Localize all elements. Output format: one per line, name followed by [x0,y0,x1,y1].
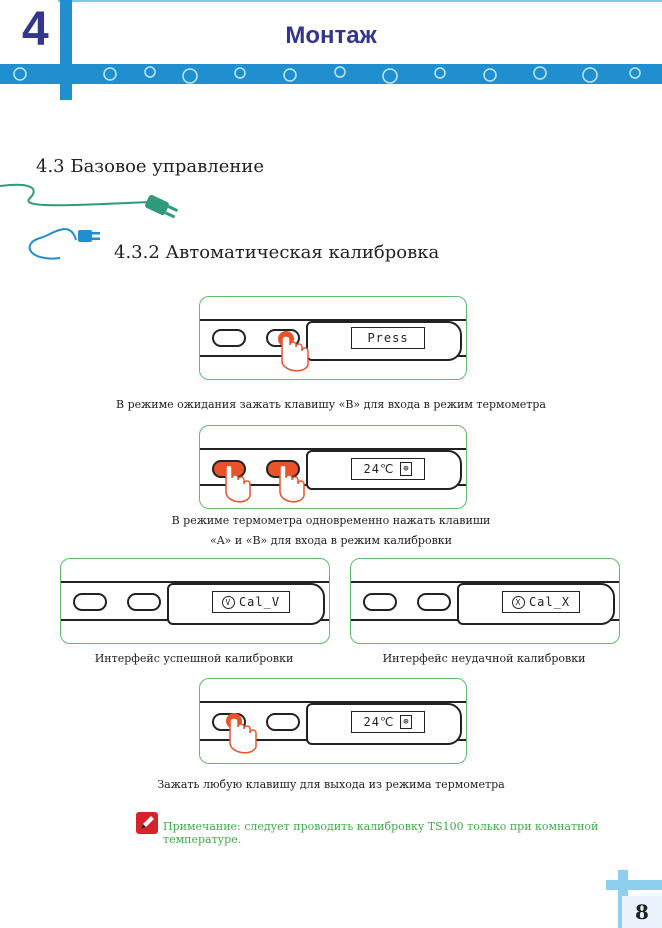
cross-circle-icon: X [511,595,525,609]
device-panel-step2: 24℃ ⊕ [199,425,467,509]
button-b[interactable] [266,713,300,731]
device-panel-fail: X Cal_X [350,558,620,644]
button-a[interactable] [212,329,246,347]
chapter-box [0,0,58,62]
finger-press-icon [278,331,309,372]
button-b[interactable] [127,593,161,611]
finger-press-icon-left [225,466,251,503]
device-panel-success: V Cal_V [60,558,330,644]
decorative-vertical-band [60,0,72,100]
lcd-temp-text: 24℃ [363,462,395,476]
top-border-line [0,0,662,2]
device-panel-step5: 24℃ ⊕ [199,678,467,764]
decorative-gear-band [0,64,662,84]
caption-success: Интерфейс успешной калибровки [94,652,294,665]
lcd-display: V Cal_V [212,591,290,613]
lcd-cal-text: Cal_V [238,595,281,609]
lcd-display: Press [351,327,425,349]
page-number: 8 [622,896,662,928]
note-text: Примечание: следует проводить калибровку… [163,820,599,846]
button-a[interactable] [363,593,397,611]
caption-step2-line2: «A» и «B» для входа в режим калибровки [210,534,452,547]
finger-press-icon [226,713,257,754]
lcd-display: 24℃ ⊕ [351,458,425,480]
lcd-cal-text: Cal_X [528,595,571,609]
lcd-display: 24℃ ⊕ [351,711,425,733]
check-circle-icon: V [221,595,235,609]
button-b[interactable] [417,593,451,611]
lcd-display: X Cal_X [502,591,580,613]
plug-cable-icon [0,183,179,260]
thermometer-icon: ⊕ [400,462,413,476]
chapter-number: 4 [22,3,49,56]
screen-frame [457,583,615,625]
gear-pattern-icon [13,66,641,84]
finger-press-icon-right [279,466,305,503]
device-panel-step1: Press [199,296,467,380]
subsection-title: 4.3.2 Автоматическая калибровка [114,242,440,263]
chapter-title: Монтаж [285,22,377,49]
button-a[interactable] [73,593,107,611]
caption-step5: Зажать любую клавишу для выхода из режим… [157,778,505,791]
pencil-note-icon [136,812,158,834]
lcd-temp-text: 24℃ [363,715,395,729]
caption-fail: Интерфейс неудачной калибровки [382,652,586,665]
thermometer-icon: ⊕ [400,715,413,729]
caption-step2-line1: В режиме термометра одновременно нажать … [171,514,491,527]
screen-frame [167,583,325,625]
section-title: 4.3 Базовое управление [36,156,265,177]
caption-step1: В режиме ожидания зажать клавишу «B» для… [116,398,546,411]
screen-frame [306,450,462,490]
page-corner-band [606,880,662,890]
